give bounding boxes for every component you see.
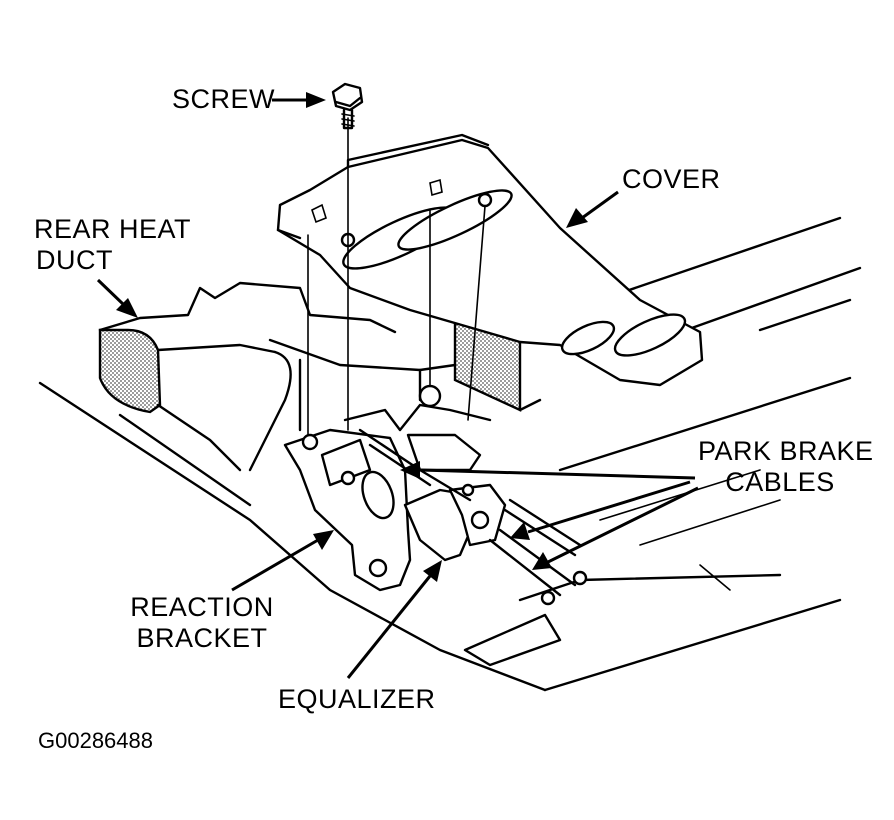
park-brake-cables-label-line1: PARK BRAKE [698,436,874,466]
reaction-bracket-label: REACTION BRACKET [128,592,276,654]
reaction-bracket-label-line2: BRACKET [136,623,268,654]
figure-id: G00286488 [38,728,153,753]
park-brake-cables-arrows [400,461,699,570]
rear-heat-duct-arrow [96,278,138,318]
rear-heat-duct-label-line1: REAR HEAT [34,214,192,244]
equalizer-arrow [346,560,442,679]
equalizer-part [403,483,507,562]
screw-label: SCREW [172,84,275,114]
reaction-bracket-label-line1: REACTION [130,592,274,622]
cover-arrow [566,190,619,228]
reaction-bracket-arrow [231,530,334,592]
screw-part [331,82,364,130]
rear-heat-duct-label: REAR HEAT DUCT [34,214,192,276]
park-brake-cables-label: PARK BRAKE CABLES [698,436,874,498]
reaction-bracket-part [283,384,492,592]
rear-heat-duct [98,281,397,472]
cover-plate [276,133,704,387]
screw-arrow [272,92,326,108]
park-brake-cables-label-line2: CABLES [725,467,835,498]
alignment-lines [307,117,486,441]
equalizer-label: EQUALIZER [278,684,436,714]
cover-label: COVER [622,164,721,194]
rear-heat-duct-label-line2: DUCT [36,245,113,276]
